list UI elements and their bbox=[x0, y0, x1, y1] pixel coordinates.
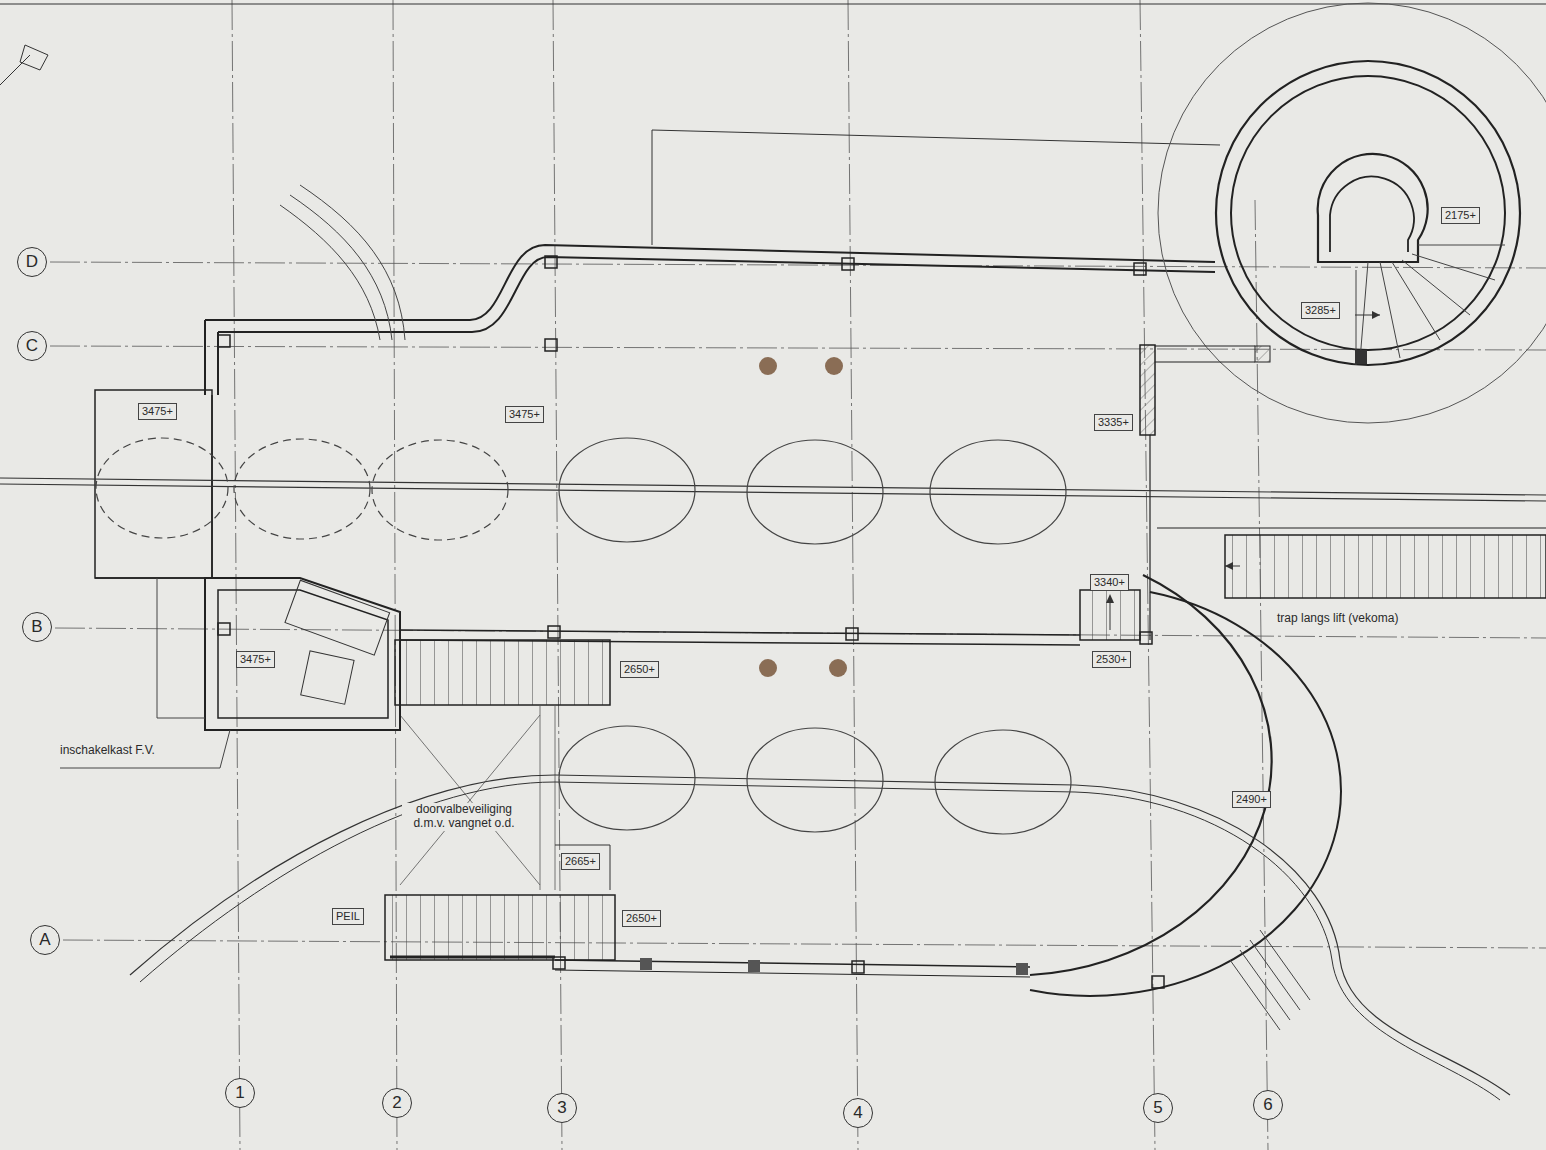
level-dimension: 2650+ bbox=[622, 910, 661, 927]
grid-bubble: 5 bbox=[1143, 1093, 1173, 1123]
level-dimension: PEIL bbox=[332, 908, 364, 925]
level-dimension: 2665+ bbox=[561, 853, 600, 870]
grid-label: 2 bbox=[392, 1093, 401, 1113]
annotation: inschakelkast F.V. bbox=[58, 744, 157, 758]
grid-label: 6 bbox=[1263, 1095, 1272, 1115]
level-dimension: 2530+ bbox=[1092, 651, 1131, 668]
level-dimension: 2490+ bbox=[1232, 791, 1271, 808]
annotation: doorvalbeveiliging d.m.v. vangnet o.d. bbox=[402, 803, 526, 831]
grid-label: A bbox=[39, 930, 50, 950]
level-dimension: 3475+ bbox=[236, 651, 275, 668]
grid-bubble: 6 bbox=[1253, 1090, 1283, 1120]
grid-label: C bbox=[26, 336, 38, 356]
grid-bubble: B bbox=[22, 612, 52, 642]
level-dimension: 3340+ bbox=[1090, 574, 1129, 591]
grid-label: D bbox=[26, 252, 38, 272]
level-dimension: 2175+ bbox=[1441, 207, 1480, 224]
grid-bubble: C bbox=[17, 331, 47, 361]
grid-bubble: 1 bbox=[225, 1078, 255, 1108]
grid-label: 5 bbox=[1153, 1098, 1162, 1118]
grid-bubble: 3 bbox=[547, 1093, 577, 1123]
grid-label: 4 bbox=[853, 1103, 862, 1123]
grid-label: 3 bbox=[557, 1098, 566, 1118]
level-dimension: 3335+ bbox=[1094, 414, 1133, 431]
grid-bubble: D bbox=[17, 247, 47, 277]
level-dimension: 2650+ bbox=[620, 661, 659, 678]
level-dimension: 3285+ bbox=[1301, 302, 1340, 319]
annotation: trap langs lift (vekoma) bbox=[1275, 612, 1400, 626]
level-dimension: 3475+ bbox=[138, 403, 177, 420]
grid-label: B bbox=[31, 617, 42, 637]
grid-bubble: A bbox=[30, 925, 60, 955]
grid-bubble: 2 bbox=[382, 1088, 412, 1118]
grid-bubble: 4 bbox=[843, 1098, 873, 1128]
grid-label: 1 bbox=[235, 1083, 244, 1103]
level-dimension: 3475+ bbox=[505, 406, 544, 423]
